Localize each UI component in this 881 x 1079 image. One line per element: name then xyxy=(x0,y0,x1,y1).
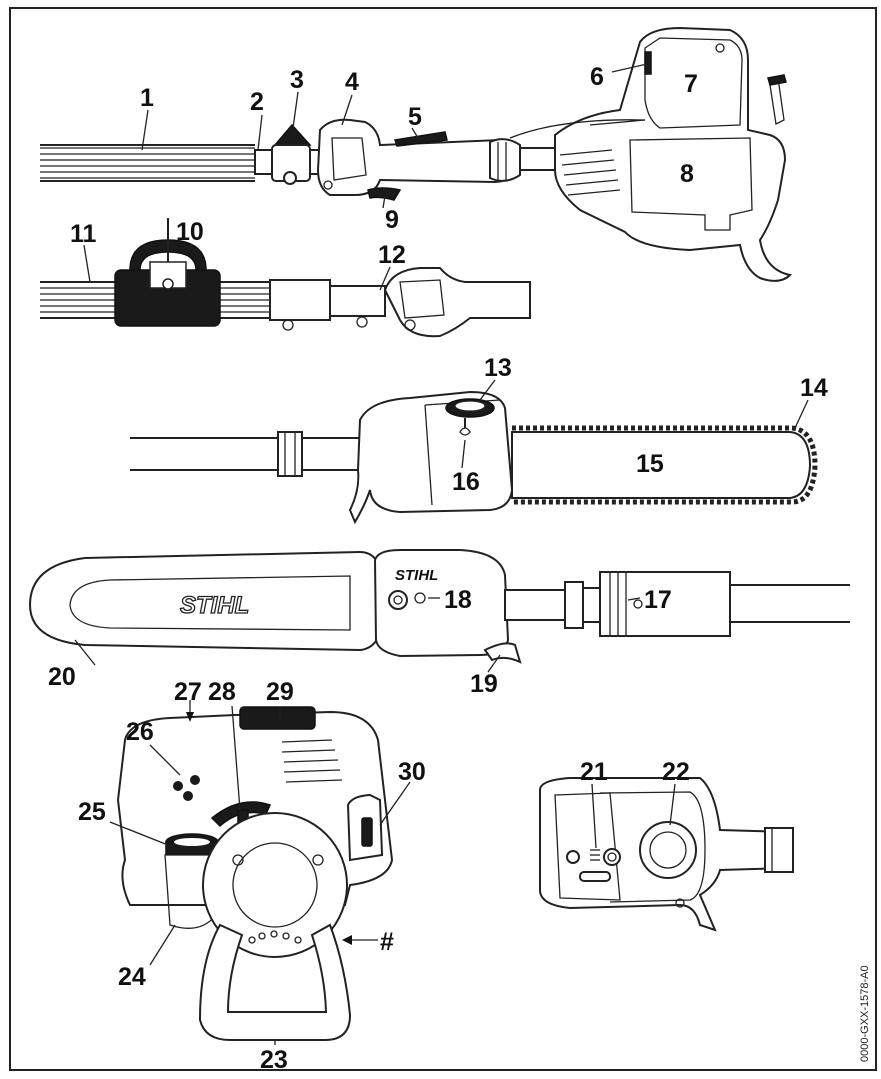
carrying-ring xyxy=(114,218,221,327)
callout-4: 4 xyxy=(345,68,359,96)
figure-frame xyxy=(9,7,877,1071)
clamp-3 xyxy=(271,123,312,185)
leader-lines xyxy=(74,63,809,1045)
callout-16: 16 xyxy=(452,468,480,496)
section-scabbard: STIHL STIHL xyxy=(28,549,850,664)
callout-26: 26 xyxy=(126,718,154,746)
control-handle xyxy=(316,118,521,201)
callout-19: 19 xyxy=(470,670,498,698)
section-engine-rear xyxy=(116,706,394,1041)
callout-20: 20 xyxy=(48,663,76,691)
callout-18: 18 xyxy=(444,586,472,614)
section-harness-ring xyxy=(40,218,531,338)
callout-11: 11 xyxy=(70,220,97,248)
callout-30: 30 xyxy=(398,758,426,786)
section-shaft-engine xyxy=(40,26,793,282)
engine-housing xyxy=(509,26,793,282)
callout-9: 9 xyxy=(385,206,399,234)
callout-17: 17 xyxy=(644,586,672,614)
callout-3: 3 xyxy=(290,66,304,94)
saw-chain xyxy=(512,425,818,505)
callout-labels: 1 2 3 4 5 6 7 8 9 10 11 12 13 14 15 16 1… xyxy=(48,63,828,1074)
callout-15: 15 xyxy=(636,450,664,478)
callout-27: 27 xyxy=(174,678,202,706)
callout-13: 13 xyxy=(484,354,512,382)
callout-28: 28 xyxy=(208,678,236,706)
gearbox-brand: STIHL xyxy=(395,567,438,584)
section-saw-head xyxy=(130,390,818,525)
callout-10: 10 xyxy=(176,218,204,246)
callout-23: 23 xyxy=(260,1046,288,1074)
callout-8: 8 xyxy=(680,160,694,188)
callout-6: 6 xyxy=(590,63,604,91)
callout-5: 5 xyxy=(408,103,422,131)
callout-24: 24 xyxy=(118,963,146,991)
callout-14: 14 xyxy=(800,374,828,402)
callout-25: 25 xyxy=(78,798,106,826)
callout-12: 12 xyxy=(378,241,406,269)
callout-29: 29 xyxy=(266,678,294,706)
scabbard-brand: STIHL xyxy=(180,592,249,619)
reference-code: 0000-GXX-1578-A0 xyxy=(859,965,871,1062)
callout-7: 7 xyxy=(684,70,698,98)
callout-22: 22 xyxy=(662,758,690,786)
ribbed-shaft xyxy=(40,144,255,182)
callout-1: 1 xyxy=(140,84,154,112)
callout-2: 2 xyxy=(250,88,264,116)
section-gearhead-detail xyxy=(539,777,794,932)
callout-21: 21 xyxy=(580,758,608,786)
callout-hash: # xyxy=(380,928,394,956)
